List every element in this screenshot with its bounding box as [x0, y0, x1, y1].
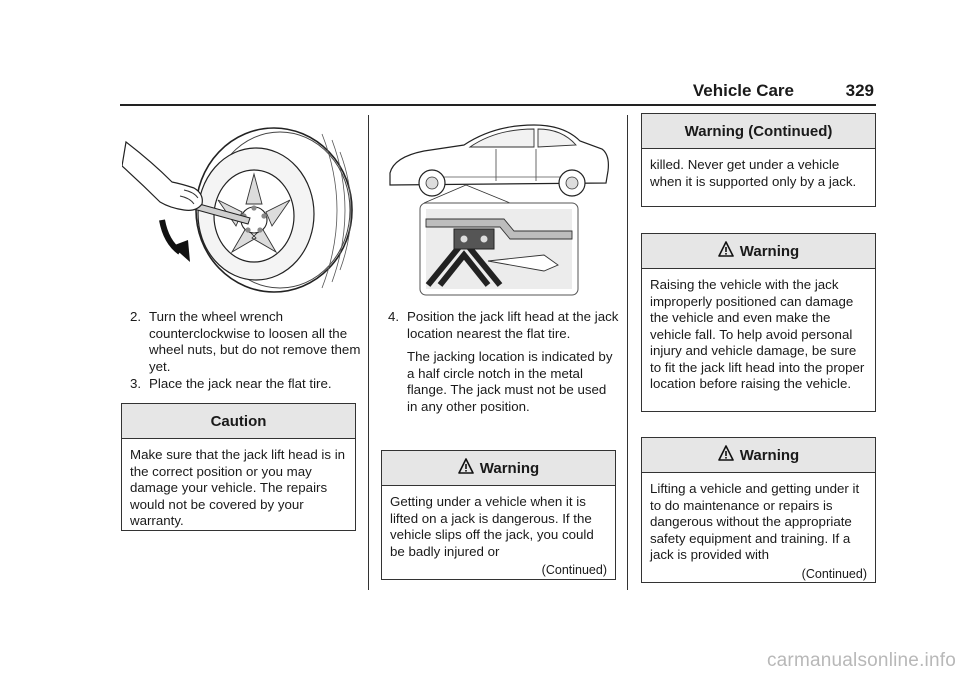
- step-3: 3. Place the jack near the flat tire.: [130, 376, 362, 397]
- warning-box-lift: Warning Lifting a vehicle and getting un…: [641, 437, 876, 583]
- continued-label: (Continued): [801, 566, 867, 581]
- callout-line: [465, 184, 511, 204]
- step-text: Position the jack lift head at the jack …: [407, 309, 619, 341]
- jack-bolt: [460, 235, 468, 243]
- caution-text: Make sure that the jack lift head is in …: [130, 447, 346, 528]
- page-number: 329: [845, 81, 874, 100]
- warning-title: Warning: [739, 242, 800, 260]
- caution-header: Caution: [122, 404, 355, 439]
- jack-lift-head: [453, 228, 495, 250]
- jack-location-illustration: [384, 115, 614, 300]
- lug-nut: [261, 213, 267, 219]
- warning-text: Lifting a vehicle and getting under it t…: [650, 481, 860, 562]
- step-4: 4. Position the jack lift head at the ja…: [388, 309, 620, 419]
- hand-arm: [122, 140, 203, 211]
- step-note: The jacking location is indicated by a h…: [407, 349, 613, 414]
- warning-icon: [457, 458, 474, 478]
- lug-nut: [245, 227, 251, 233]
- tire-tread-lines: [321, 133, 352, 289]
- warning-header: Warning: [642, 438, 875, 473]
- warning-header: Warning: [642, 234, 875, 269]
- warning-text: Getting under a vehicle when it is lifte…: [390, 494, 594, 559]
- continued-label: (Continued): [541, 563, 607, 577]
- jack-bolt: [480, 235, 488, 243]
- warning-continued-box: Warning (Continued) killed. Never get un…: [641, 113, 876, 207]
- front-wheel-hub: [425, 176, 439, 190]
- column-divider-right: [627, 115, 628, 590]
- warning-title: Warning: [739, 446, 800, 464]
- step-number: 4.: [388, 309, 400, 324]
- hand-fingers: [179, 189, 199, 205]
- rear-wheel-hub: [565, 176, 579, 190]
- column-divider-left: [368, 115, 369, 590]
- car-windows: [468, 128, 577, 148]
- warning-text: Raising the vehicle with the jack improp…: [650, 277, 865, 391]
- wheel-wrench-svg: [122, 127, 353, 293]
- warning-continued-text: killed. Never get under a vehicle when i…: [650, 157, 857, 189]
- caution-box: Caution Make sure that the jack lift hea…: [121, 403, 356, 531]
- watermark-text: carmanualsonline.info: [766, 650, 956, 671]
- step-text: Place the jack near the flat tire.: [149, 376, 332, 391]
- warning-box-jack: Warning Getting under a vehicle when it …: [381, 450, 616, 580]
- warning-icon: [717, 445, 734, 465]
- wheel-wrench-illustration: [122, 122, 358, 294]
- caution-title: Caution: [210, 412, 267, 430]
- lug-nut: [257, 227, 263, 233]
- callout-line: [423, 184, 467, 204]
- arrow-head: [172, 240, 190, 262]
- lug-nut: [251, 205, 257, 211]
- warning-box-raise: Warning Raising the vehicle with the jac…: [641, 233, 876, 412]
- step-number: 2.: [130, 309, 142, 324]
- vehicle-flange: [425, 218, 573, 240]
- warning-header: Warning: [382, 451, 615, 486]
- warning-icon: [717, 241, 734, 261]
- warning-continued-title: Warning (Continued): [684, 122, 833, 140]
- warning-title: Warning: [479, 459, 540, 477]
- page-header: Vehicle Care 329: [120, 78, 876, 106]
- car-jack-svg: [389, 124, 609, 296]
- step-number: 3.: [130, 376, 142, 391]
- section-title: Vehicle Care: [692, 81, 794, 100]
- warning-continued-header: Warning (Continued): [642, 114, 875, 149]
- jack-screw: [487, 254, 559, 272]
- step-text: Turn the wheel wrench counterclockwise t…: [149, 309, 361, 374]
- step-2: 2. Turn the wheel wrench counterclockwis…: [130, 309, 362, 379]
